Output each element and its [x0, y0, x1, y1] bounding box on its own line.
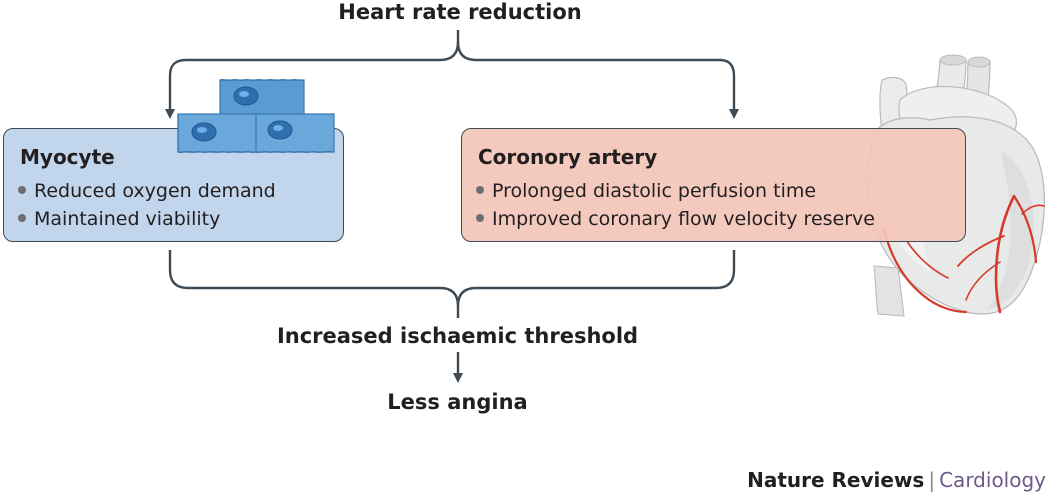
- list-item: Improved coronary flow velocity reserve: [476, 205, 875, 233]
- connectors: [165, 30, 739, 383]
- myocyte-list: Reduced oxygen demand Maintained viabili…: [18, 177, 276, 233]
- list-item: Prolonged diastolic perfusion time: [476, 177, 875, 205]
- list-item: Reduced oxygen demand: [18, 177, 276, 205]
- less-angina-label: Less angina: [387, 390, 528, 414]
- credit-separator: |: [928, 468, 936, 492]
- heart-rate-reduction-label: Heart rate reduction: [338, 0, 582, 24]
- list-item: Maintained viability: [18, 205, 276, 233]
- journal-name: Nature Reviews: [747, 468, 925, 492]
- ischaemic-threshold-label: Increased ischaemic threshold: [276, 324, 639, 348]
- myocyte-cells-illustration: [177, 78, 335, 154]
- myocyte-cell-icon: [177, 113, 265, 154]
- myocyte-cell-icon: [255, 113, 335, 154]
- coronary-artery-list: Prolonged diastolic perfusion time Impro…: [476, 177, 875, 233]
- top-brace: [165, 30, 460, 119]
- journal-subject: Cardiology: [939, 468, 1046, 492]
- bullet-icon: [18, 185, 26, 194]
- bottom-brace: [168, 250, 736, 318]
- coronary-artery-box: Coronory artery Prolonged diastolic perf…: [461, 128, 966, 242]
- bullet-icon: [18, 213, 26, 222]
- bullet-icon: [476, 213, 484, 222]
- bullet-icon: [476, 185, 484, 194]
- myocyte-title: Myocyte: [20, 145, 115, 169]
- myocyte-cell-icon: [219, 78, 305, 119]
- top-brace-right: [456, 41, 739, 119]
- journal-credit: Nature Reviews|Cardiology: [0, 468, 1046, 492]
- coronary-artery-title: Coronory artery: [478, 145, 658, 169]
